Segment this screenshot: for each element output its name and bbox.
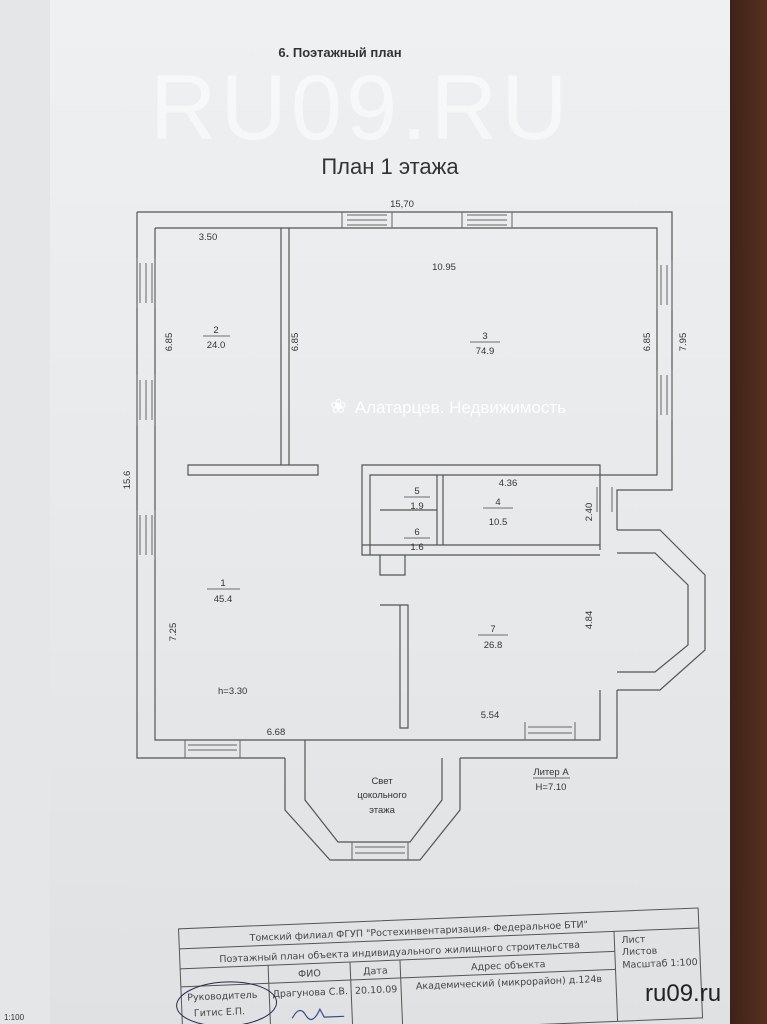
signature-scribble — [176, 981, 278, 1024]
basement-light-2: цокольного — [357, 790, 407, 801]
tb-sheet-label: Лист — [621, 934, 646, 946]
wall-horizontal — [187, 464, 601, 556]
tree-logo-icon: ❀ — [330, 396, 347, 418]
room-6-number: 6 — [414, 527, 419, 538]
window — [524, 722, 576, 740]
tb-sheets-label: Листов — [622, 946, 658, 958]
dim-room3-left-height: 6.85 — [290, 333, 301, 352]
dim-left-outer: 15.6 — [122, 471, 133, 490]
bottom-bay — [284, 740, 461, 861]
room-1-number: 1 — [220, 578, 225, 589]
room-5-area: 1.9 — [410, 501, 423, 512]
dim-total-width: 15,70 — [390, 199, 414, 210]
watermark-agency: ❀ Алатарцев. Недвижимость — [330, 396, 566, 419]
watermark-big: RU09.RU — [150, 57, 572, 159]
door-step — [596, 487, 613, 512]
litera-height: H=7.10 — [536, 782, 567, 793]
wall-room2-3 — [280, 228, 290, 465]
dim-bottom-right: 5.54 — [481, 710, 500, 721]
outer-wall — [137, 211, 673, 550]
right-bay — [617, 529, 706, 691]
window — [341, 212, 393, 228]
room-6-area: 1.6 — [410, 542, 423, 553]
wall-room7 — [379, 555, 409, 729]
room-3-number: 3 — [482, 331, 487, 342]
tb-role: Руководитель — [187, 990, 258, 1004]
tb-date-label: Дата — [363, 966, 388, 978]
window — [136, 510, 156, 560]
ceiling-height: h=3.30 — [218, 686, 247, 697]
dim-room1-height: 7.25 — [168, 623, 179, 642]
outer-wall-left — [136, 212, 305, 759]
plan-title: План 1 этажа — [321, 154, 459, 179]
section-heading: 6. Поэтажный план — [278, 45, 401, 60]
dim-room3-width: 10.95 — [432, 262, 456, 273]
window — [656, 370, 673, 420]
window — [136, 375, 156, 425]
window — [184, 740, 241, 758]
room-2-number: 2 — [213, 325, 218, 336]
site-watermark: ru09.ru — [645, 980, 722, 1007]
left-page — [0, 0, 53, 1024]
room-3-area: 74.9 — [476, 346, 495, 357]
tb-address-label: Адрес объекта — [471, 959, 546, 973]
bottom-wall — [305, 690, 618, 759]
room-7-area: 26.8 — [484, 640, 503, 651]
room-1-area: 45.4 — [214, 594, 233, 605]
tb-fio: Драгунова С.В. — [272, 986, 348, 1000]
window — [136, 258, 156, 308]
tb-date: 20.10.09 — [355, 984, 398, 997]
tb-fio-label: ФИО — [298, 968, 321, 980]
agency-name: Алатарцев. Недвижимость — [354, 398, 567, 417]
dim-bottom-left: 6.68 — [267, 727, 286, 738]
dim-room2-width: 3.50 — [199, 232, 218, 243]
dim-room7-height: 4.84 — [584, 611, 595, 630]
dim-room4-height: 2.40 — [584, 503, 595, 522]
room-2-area: 24.0 — [207, 340, 226, 351]
tb-scale-label: Масштаб — [622, 958, 668, 971]
room-4-area: 10.5 — [489, 517, 508, 528]
signature — [291, 1007, 345, 1021]
room-4-number: 4 — [495, 497, 500, 508]
tb-head-name: Гитис Е.П. — [194, 1006, 246, 1019]
window — [461, 212, 513, 228]
tb-scale: 1:100 — [670, 957, 698, 969]
room-7-number: 7 — [490, 624, 495, 635]
left-page-scale: 1:100 — [4, 1013, 25, 1022]
basement-light-1: Свет — [371, 776, 393, 787]
dim-room3-right-height: 6.85 — [642, 333, 653, 352]
dim-right-outer: 7.95 — [678, 333, 689, 352]
window — [351, 842, 409, 860]
tb-organization: Томский филиал ФГУП "Ростехинвентаризаци… — [248, 919, 588, 944]
dim-room4-width: 4.36 — [499, 478, 518, 489]
litera-name: Литер А — [533, 767, 569, 778]
window — [656, 260, 673, 310]
wall-rooms-4-5-6 — [362, 475, 600, 556]
dim-room2-height: 6.85 — [164, 333, 175, 352]
basement-light-3: этажа — [369, 805, 396, 816]
room-5-number: 5 — [414, 486, 419, 497]
